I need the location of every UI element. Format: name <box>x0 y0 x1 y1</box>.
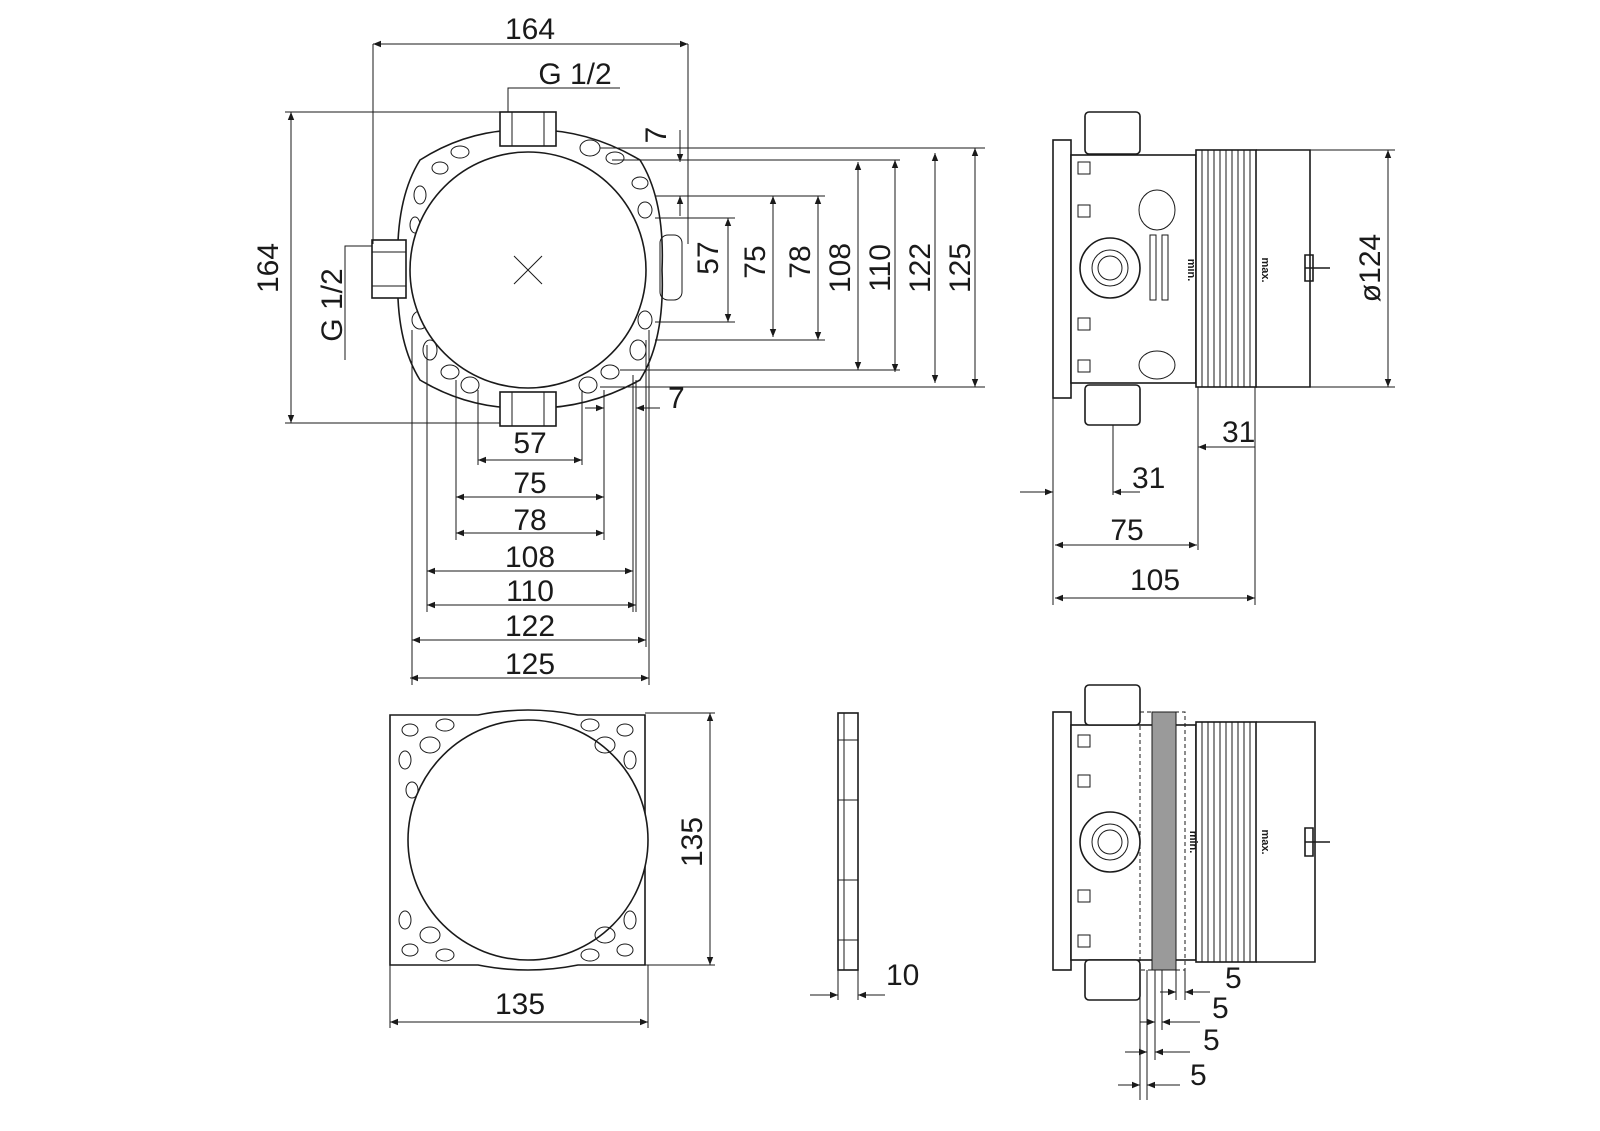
dim-h-75: 75 <box>513 467 546 500</box>
dim-5-c: 5 <box>1203 1024 1220 1057</box>
pipe-left <box>371 239 407 299</box>
min-label-2: min. <box>1187 831 1199 854</box>
max-label: max. <box>1259 257 1271 282</box>
dim-105-side: 105 <box>1130 564 1180 597</box>
dim-31-b: 31 <box>1132 462 1165 495</box>
dim-h-110: 110 <box>506 575 554 608</box>
pipe-top <box>499 111 557 147</box>
dim-v-110: 110 <box>864 244 897 292</box>
dim-h-125: 125 <box>505 648 555 681</box>
dim-h-57: 57 <box>513 427 546 460</box>
min-label: min. <box>1185 259 1197 282</box>
front-view: 164 G 1/2 164 G 1/2 7 57 75 78 108 110 1… <box>252 13 985 685</box>
diameter-124: ø124 <box>1354 234 1387 302</box>
dim-h-78: 78 <box>513 504 546 537</box>
dim-v-78: 78 <box>784 245 817 278</box>
dim-v-122: 122 <box>904 243 937 293</box>
side-view: min. max. ø124 31 31 75 105 <box>1020 111 1395 605</box>
max-label-2: max. <box>1259 829 1271 854</box>
dim-5-b: 5 <box>1212 992 1229 1025</box>
dim-135-height: 135 <box>676 817 709 867</box>
plate-view: 135 135 10 <box>389 709 919 1028</box>
center-mark-icon <box>513 255 543 285</box>
dim-7-right: 7 <box>640 127 673 144</box>
thread-left-label: G 1/2 <box>316 268 349 341</box>
pipe-bottom <box>499 391 557 427</box>
dim-10-thickness: 10 <box>886 959 919 992</box>
dim-31-a: 31 <box>1222 416 1255 449</box>
dim-v-108: 108 <box>824 243 857 293</box>
dim-7-bottom: 7 <box>668 382 685 415</box>
dim-5-a: 5 <box>1225 962 1242 995</box>
dim-h-108: 108 <box>505 541 555 574</box>
plate-section <box>1151 711 1177 971</box>
dim-v-57: 57 <box>692 241 725 274</box>
dim-5-d: 5 <box>1190 1059 1207 1092</box>
dim-h-122: 122 <box>505 610 555 643</box>
dim-164-left: 164 <box>252 243 285 293</box>
plate-profile <box>837 712 859 971</box>
dim-75-side: 75 <box>1110 514 1143 547</box>
dim-164-top: 164 <box>505 13 555 46</box>
side-view-with-plate: min. max. 5 5 5 5 <box>1052 684 1330 1100</box>
dim-135-width: 135 <box>495 988 545 1021</box>
dim-v-75: 75 <box>739 245 772 278</box>
dim-v-125: 125 <box>944 243 977 293</box>
thread-top-label: G 1/2 <box>538 58 611 91</box>
